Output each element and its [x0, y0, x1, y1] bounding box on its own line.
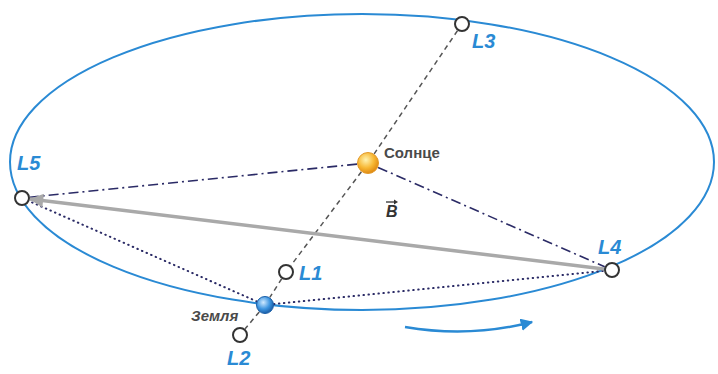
node-outline — [357, 152, 379, 174]
orbit-ellipse — [10, 14, 714, 310]
node-outline — [278, 264, 294, 280]
node-circle — [455, 17, 469, 31]
lagrange-point: L4 — [604, 262, 620, 278]
node-outline — [232, 327, 248, 343]
vector-sign — [385, 197, 399, 205]
guide-line — [270, 279, 282, 298]
node-outline — [604, 262, 620, 278]
node-outline — [454, 16, 470, 32]
orbit-direction-arrow — [405, 322, 532, 331]
guide-line — [29, 201, 256, 301]
point-label: L4 — [597, 236, 622, 258]
earth-circle: Земля — [256, 296, 274, 314]
guide-line — [245, 312, 259, 329]
lagrange-point: L2 — [232, 327, 248, 343]
node-outline — [14, 190, 30, 206]
node-circle — [257, 297, 274, 314]
point-label: L1 — [298, 262, 323, 284]
lagrange-point: L1 — [278, 264, 294, 280]
node-circle — [279, 265, 293, 279]
node-outline — [256, 296, 274, 314]
guide-line — [291, 172, 362, 266]
point-label: L3 — [471, 30, 496, 52]
point-label: L2 — [226, 347, 251, 369]
node-circle — [15, 191, 29, 205]
sun-circle: Солнце — [357, 152, 379, 174]
lagrange-point: L5 — [14, 190, 30, 206]
body-label: Солнце — [383, 145, 441, 162]
guide-line — [378, 167, 605, 266]
guide-line — [274, 271, 604, 304]
node-circle — [233, 328, 247, 342]
point-label: L5 — [16, 152, 41, 174]
vector-name: B — [386, 203, 398, 220]
lagrange-point: L3 — [454, 16, 470, 32]
vector-label: B — [384, 203, 400, 221]
vector-arrow — [30, 199, 604, 269]
body-label: Земля — [190, 308, 239, 325]
node-circle — [605, 263, 619, 277]
guide-line — [374, 31, 457, 154]
guide-line — [30, 164, 357, 197]
node-circle — [358, 153, 379, 174]
